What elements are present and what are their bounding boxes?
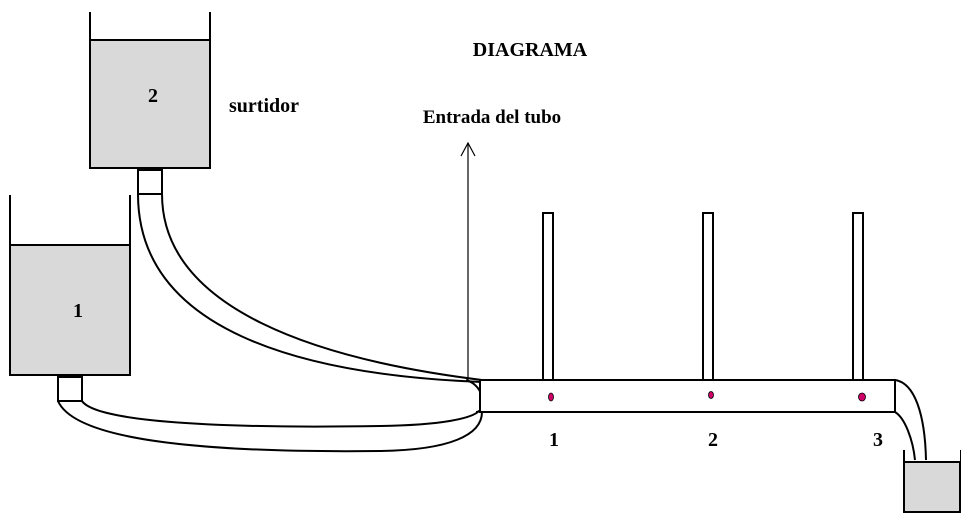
- collecting-bucket: [903, 450, 961, 513]
- piezometer-1: [542, 212, 554, 402]
- main-pipe: [479, 379, 927, 461]
- tank-2-caption: surtidor: [229, 95, 299, 117]
- tank-2-label: 2: [148, 85, 158, 107]
- piezometer-label-3: 3: [873, 429, 883, 451]
- tank-1: [9, 195, 131, 402]
- piezometer-2: [702, 212, 714, 399]
- inlet-label: Entrada del tubo: [423, 107, 561, 128]
- piezometer-3-hole: [858, 392, 866, 402]
- piezometer-1-hole: [548, 392, 554, 402]
- hose-from-tank-1: [57, 379, 484, 453]
- tank-2-outlet: [137, 169, 163, 195]
- piezometer-label-1: 1: [549, 429, 559, 451]
- diagram-title: DIAGRAMA: [473, 39, 588, 61]
- tank-1-label: 1: [73, 300, 83, 322]
- tank-1-outlet: [57, 376, 83, 402]
- piezometer-3: [852, 212, 866, 402]
- piezometer-2-hole: [708, 391, 714, 399]
- piezometer-label-2: 2: [708, 429, 718, 451]
- hose-from-tank-2: [137, 193, 483, 383]
- inlet-arrow: [460, 141, 476, 380]
- tank-2: [89, 12, 211, 195]
